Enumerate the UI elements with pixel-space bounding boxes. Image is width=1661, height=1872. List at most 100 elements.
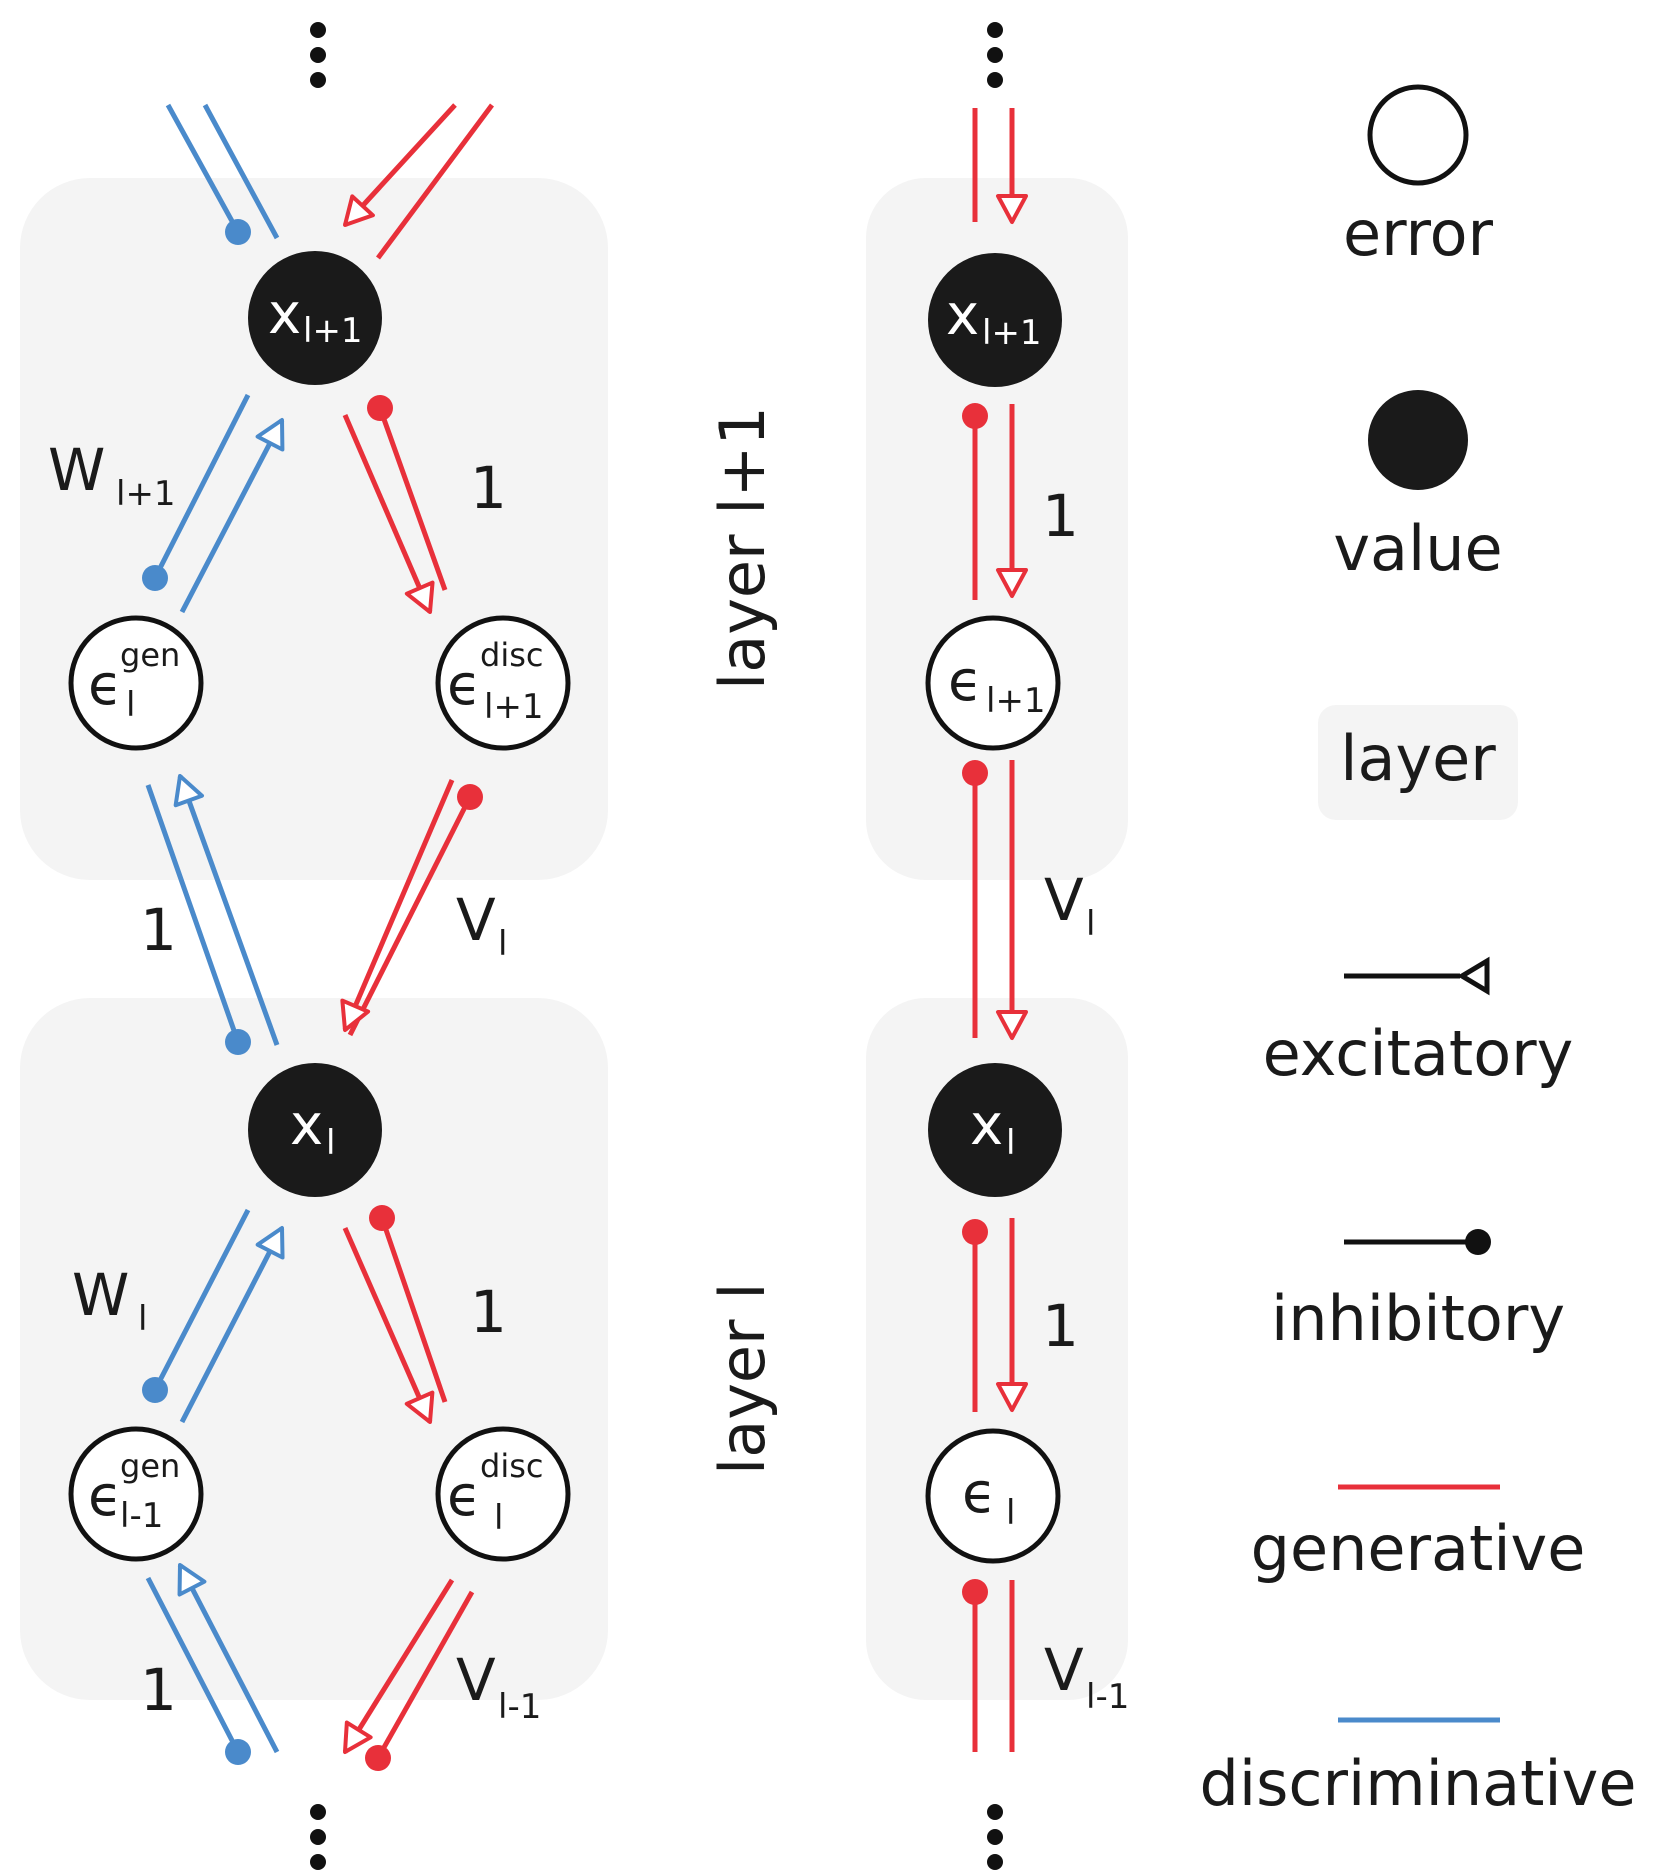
left-one-mid-inhib-inhibitory-end	[225, 1029, 251, 1055]
legend-layer-label: layer	[1340, 722, 1496, 795]
right-value-node-top: x l+1	[928, 253, 1062, 387]
right-weight-one-lower: 1	[1042, 1292, 1079, 1360]
svg-text:ϵ: ϵ	[447, 1464, 481, 1529]
left-one-upper-inhib-line	[377, 407, 448, 591]
svg-text:x: x	[970, 1093, 1003, 1158]
svg-text:l-1: l-1	[498, 1687, 541, 1727]
left-one-lower-excit-excitatory-end	[404, 1390, 435, 1424]
svg-text:l: l	[1006, 1493, 1015, 1533]
svg-text:l: l	[494, 1498, 503, 1538]
left-bottom-ellipsis	[310, 1804, 326, 1870]
svg-text:disc: disc	[480, 636, 543, 674]
svg-text:ϵ: ϵ	[88, 653, 122, 718]
left-error-disc-upper: ϵ disc l+1	[435, 615, 571, 751]
left-w-lower-inhib-line	[152, 1208, 251, 1392]
left-top-ellipsis	[310, 22, 326, 88]
legend-value-symbol	[1368, 390, 1468, 490]
svg-text:x: x	[946, 283, 979, 348]
left-one-upper-inhib-inhibitory-end	[367, 395, 393, 421]
left-w-upper-excit-line	[179, 418, 285, 614]
left-one-mid-inhib-line	[145, 784, 241, 1043]
left-weight-v-mid: V l	[456, 886, 507, 964]
right-value-node-bottom: x l	[928, 1063, 1062, 1197]
left-disc-bottom-inhib-inhibitory-end	[225, 1739, 251, 1765]
legend-value-label: value	[1333, 512, 1502, 585]
legend-excitatory-symbol	[1344, 956, 1490, 996]
svg-text:ϵ: ϵ	[88, 1464, 122, 1529]
right-weight-v-bottom: V l-1	[1044, 1636, 1129, 1717]
svg-text:W: W	[72, 1261, 129, 1329]
right-one-lower-inhib-inhibitory-end	[962, 1219, 988, 1245]
left-weight-one-bottom-left: 1	[140, 1656, 177, 1724]
svg-text:l: l	[138, 1299, 147, 1339]
legend-layer-symbol	[1318, 705, 1518, 820]
svg-text:V: V	[456, 886, 496, 954]
left-disc-top-a-line	[165, 103, 241, 234]
svg-text:l: l	[1006, 1123, 1015, 1163]
left-weight-w-upper: W l+1	[48, 436, 176, 514]
left-one-upper-excit-line	[342, 414, 433, 613]
left-error-gen-lower: ϵ gen l-1	[68, 1426, 204, 1562]
svg-text:l: l	[1086, 904, 1095, 944]
svg-text:x: x	[290, 1093, 323, 1158]
legend-excitatory-label: excitatory	[1263, 1017, 1574, 1090]
left-weight-v-bottom: V l-1	[456, 1646, 541, 1727]
svg-text:V: V	[456, 1646, 496, 1714]
left-weight-one-upper-right: 1	[470, 454, 507, 522]
left-gen-bottom-excit-excitatory-end	[343, 1720, 373, 1754]
left-one-mid-excit-line	[177, 775, 280, 1046]
left-error-gen-upper: ϵ gen l	[68, 615, 204, 751]
right-one-upper-inhib-inhibitory-end	[962, 403, 988, 429]
right-one-lower-excit-excitatory-end	[996, 1382, 1028, 1412]
left-one-mid-excit-excitatory-end	[173, 774, 204, 808]
svg-text:l: l	[126, 685, 135, 725]
svg-text:l+1: l+1	[303, 311, 363, 351]
svg-text:l+1: l+1	[484, 687, 544, 727]
left-value-node-bottom: x l	[248, 1063, 382, 1197]
left-gen-bottom-excit-line	[342, 1578, 455, 1754]
right-top-ellipsis	[987, 22, 1003, 88]
left-weight-one-mid-left: 1	[140, 896, 177, 964]
left-disc-bottom-excit-line	[177, 1563, 280, 1754]
left-w-upper-inhib-inhibitory-end	[142, 565, 168, 591]
layer-label-upper: layer l+1	[706, 406, 779, 690]
left-one-lower-excit-line	[342, 1226, 433, 1424]
right-weight-one-upper: 1	[1042, 482, 1079, 550]
left-v-mid-excit-line	[342, 779, 455, 1031]
right-layer-lower-box	[866, 998, 1128, 1700]
left-w-lower-inhib-inhibitory-end	[142, 1377, 168, 1403]
left-weight-one-lower-right: 1	[470, 1278, 507, 1346]
svg-text:x: x	[268, 282, 301, 347]
left-disc-top-a-inhibitory-end	[225, 219, 251, 245]
left-w-lower-excit-excitatory-end	[255, 1226, 285, 1260]
svg-text:l: l	[498, 924, 507, 964]
legend-inhibitory-label: inhibitory	[1271, 1282, 1565, 1355]
left-one-lower-inhib-inhibitory-end	[369, 1205, 395, 1231]
left-gen-top-a-excitatory-end	[343, 194, 375, 227]
legend-discriminative-label: discriminative	[1200, 1747, 1637, 1820]
right-weight-v-mid: V l	[1044, 866, 1095, 944]
right-bottom-ellipsis	[987, 1804, 1003, 1870]
connections-group	[142, 103, 1028, 1771]
left-one-upper-excit-excitatory-end	[404, 580, 435, 614]
svg-text:ϵ: ϵ	[948, 649, 982, 714]
right-one-upper-excit-excitatory-end	[996, 568, 1028, 598]
left-w-upper-inhib-line	[152, 393, 251, 580]
right-error-node-lower: ϵ l	[925, 1428, 1061, 1564]
left-w-upper-excit-excitatory-end	[255, 418, 285, 452]
svg-text:ϵ: ϵ	[962, 1461, 996, 1526]
right-v-mid-excit-excitatory-end	[996, 1010, 1028, 1040]
left-one-lower-inhib-line	[379, 1217, 448, 1403]
legend: error value layer excitatory inhibitory …	[1200, 84, 1637, 1820]
left-gen-bottom-inhib-inhibitory-end	[365, 1745, 391, 1771]
left-weight-w-lower: W l	[72, 1261, 147, 1339]
legend-inhibitory-symbol	[1344, 1229, 1491, 1255]
svg-text:l+1: l+1	[116, 474, 176, 514]
left-v-mid-excit-excitatory-end	[340, 998, 371, 1032]
left-error-disc-lower: ϵ disc l	[435, 1426, 571, 1562]
svg-text:V: V	[1044, 1636, 1084, 1704]
left-v-mid-inhib-line	[347, 795, 473, 1037]
left-disc-top-b-line	[202, 103, 280, 240]
left-gen-top-b-line	[375, 103, 495, 260]
